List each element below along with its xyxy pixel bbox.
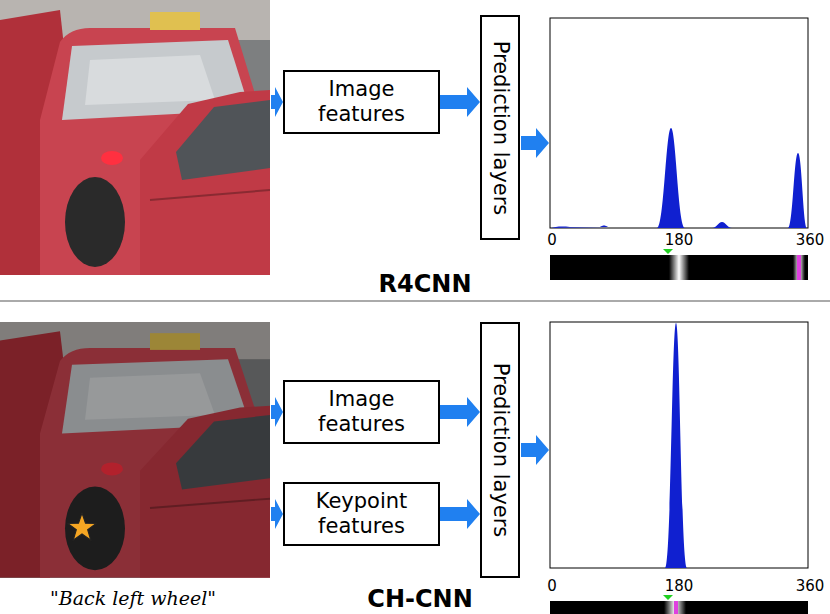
prediction-box: Prediction layers [480,322,520,578]
histogram-peak [551,226,608,229]
prediction-box: Prediction layers [480,15,520,240]
colorbar [550,601,808,614]
colorbar-band [664,601,686,614]
box-label: Image features [285,387,438,437]
keypoint-star [68,513,97,540]
keypoint-caption: "Back left wheel" [50,587,216,609]
histogram-frame [550,18,808,228]
flow-arrow [440,499,480,529]
axis-tick: 180 [665,231,694,249]
histogram-peak [657,128,685,228]
flow-arrow [521,128,549,158]
separator [0,300,830,302]
colorbar [550,255,808,280]
flow-arrow [440,87,480,117]
colorbar-estimate [797,255,801,280]
flow-arrow [440,397,480,427]
taxi-photo [0,322,270,578]
axis-tick: 360 [796,577,825,595]
axis-tick: 360 [796,231,825,249]
histogram-frame [550,322,808,568]
axis-tick: 0 [547,231,557,249]
box-label-vertical: Prediction layers [487,363,512,538]
box-label: Image features [285,77,438,127]
colorbar-band [669,255,689,280]
model-name: R4CNN [379,270,472,298]
histogram-peak [712,222,732,228]
box-label-vertical: Prediction layers [487,40,512,215]
histogram-peak [788,153,807,228]
model-name: CH-CNN [367,585,472,613]
ground-truth-marker [663,595,673,600]
flow-arrow [271,87,283,117]
axis-tick: 180 [665,577,694,595]
flow-arrow [271,499,283,529]
flow-arrow [271,397,283,427]
colorbar-estimate [674,601,678,614]
ground-truth-marker [663,249,673,254]
axis-tick: 0 [547,577,557,595]
feature-box: Image features [283,70,440,134]
taxi-photo [0,0,270,275]
feature-box: Image features [283,380,440,444]
histogram-peak [665,323,687,568]
flow-arrow [521,435,549,465]
colorbar-band [793,255,805,280]
box-label: Keypoint features [285,489,438,539]
feature-box: Keypoint features [283,482,440,546]
